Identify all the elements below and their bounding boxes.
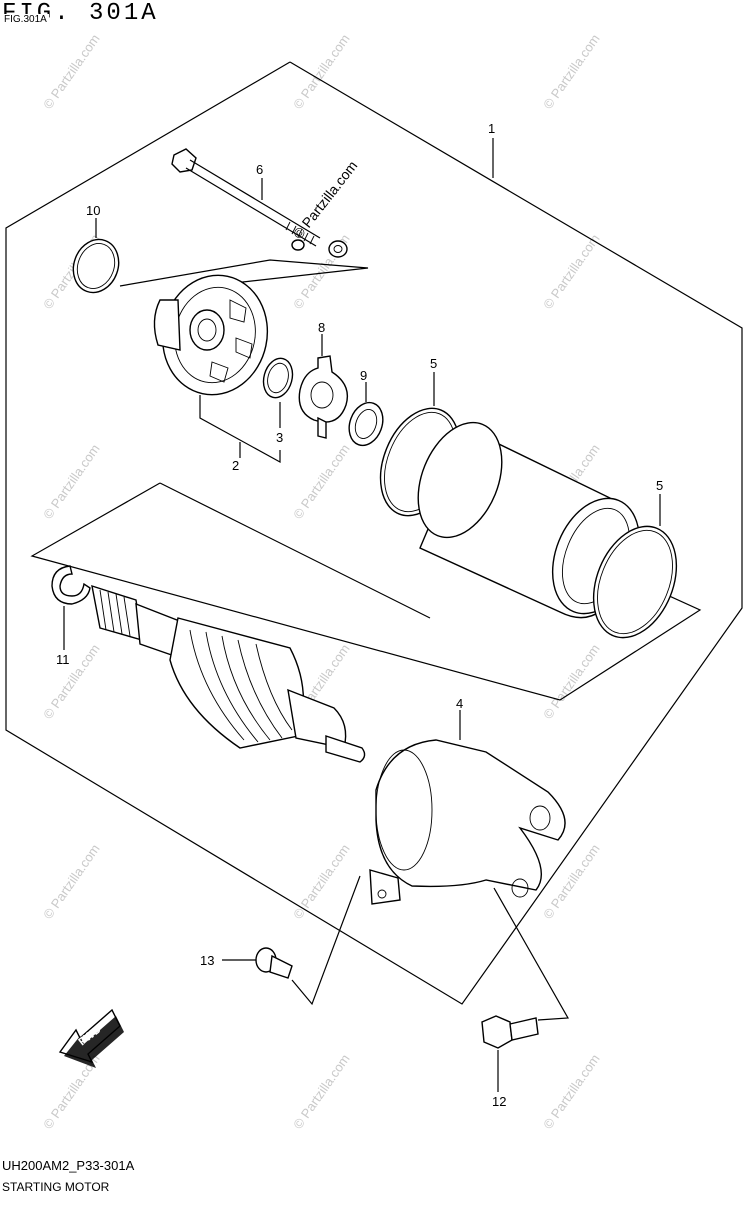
watermark-text: © Partzilla.com: [40, 441, 103, 521]
watermark-text: © Partzilla.com: [290, 31, 353, 111]
lock-plate-8: [298, 355, 349, 439]
callout-9: 9: [360, 368, 367, 383]
watermark-text: © Partzilla.com: [540, 641, 603, 721]
callout-13: 13: [200, 953, 214, 968]
watermark-text: © Partzilla.com: [540, 1051, 603, 1131]
washer-3: [262, 357, 294, 399]
watermark-text: © Partzilla.com: [40, 841, 103, 921]
callout-5-left: 5: [430, 356, 437, 371]
watermark-text: © Partzilla.com: [290, 841, 353, 921]
assembly-outline: [5, 61, 743, 1005]
figure-code: UH200AM2_P33-301A: [2, 1158, 135, 1173]
callout-3: 3: [276, 430, 283, 445]
bracket-12: [493, 887, 569, 1021]
armature: [91, 584, 366, 763]
callout-8: 8: [318, 320, 325, 335]
bracket-13: [291, 875, 361, 1006]
callout-4: 4: [456, 696, 463, 711]
callout-12: 12: [492, 1094, 506, 1109]
bolt-12: [481, 1015, 539, 1049]
callout-10: 10: [86, 203, 100, 218]
circlip-11: [51, 565, 91, 605]
watermark-text: © Partzilla.com: [40, 31, 103, 111]
pinion-housing: [369, 739, 566, 905]
figure-name: STARTING MOTOR: [2, 1180, 110, 1194]
o-ring-10: [72, 238, 120, 294]
figure-subtitle: FIG.301A: [2, 14, 49, 25]
callout-5-right: 5: [656, 478, 663, 493]
callout-6: 6: [256, 162, 263, 177]
watermark-text: © Partzilla.com: [540, 231, 603, 311]
o-ring-5-right: [592, 525, 678, 639]
watermark-text: © Partzilla.com: [540, 841, 603, 921]
armature-box-edge: [159, 482, 431, 619]
watermark-text: © Partzilla.com: [290, 441, 353, 521]
washer-9: [348, 401, 384, 447]
bracket-2-3: [199, 395, 281, 464]
callout-labels: 1 2 3 4 5 5 6 8 9 10 11 12 13: [56, 121, 663, 1109]
through-bolt: [171, 148, 348, 258]
watermark-prominent: © Partzilla.com: [290, 158, 361, 242]
watermark-text: © Partzilla.com: [540, 31, 603, 111]
fwd-arrow-icon: FWD: [58, 1008, 124, 1068]
end-cover: [153, 274, 269, 396]
watermark-text: © Partzilla.com: [40, 641, 103, 721]
callout-1: 1: [488, 121, 495, 136]
callout-11: 11: [56, 652, 70, 667]
watermark-text: © Partzilla.com: [290, 1051, 353, 1131]
callout-2: 2: [232, 458, 239, 473]
screw-13: [255, 947, 293, 979]
